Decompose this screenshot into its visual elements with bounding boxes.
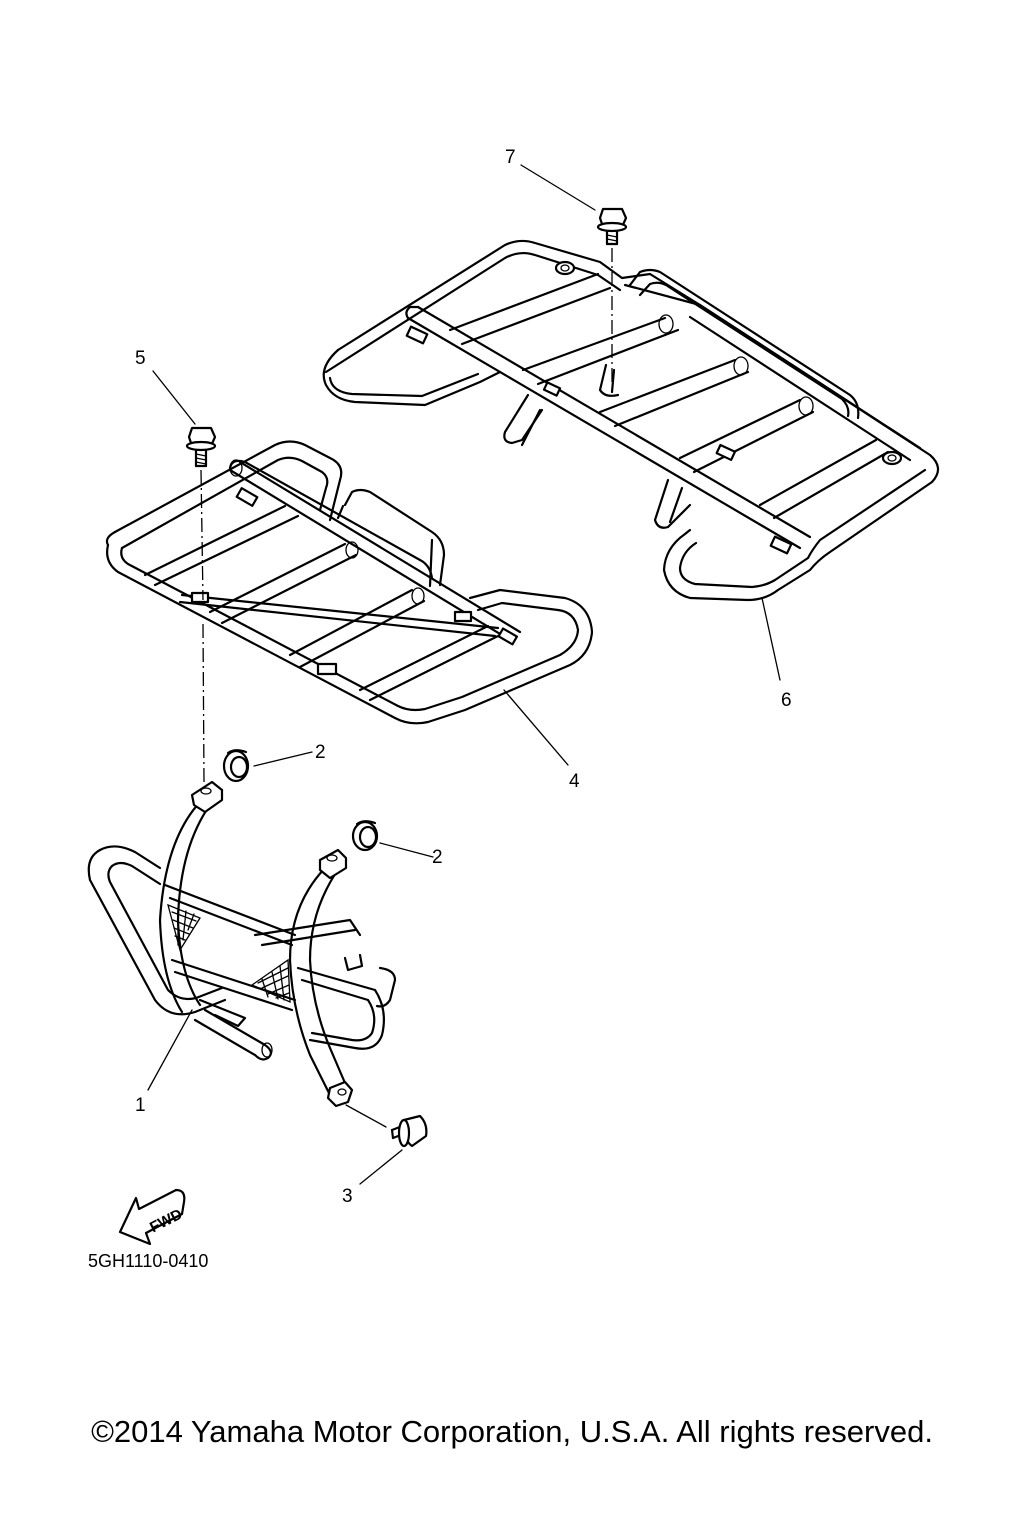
callout-1: 1 xyxy=(135,1095,146,1116)
callout-2-lower: 2 xyxy=(432,847,443,868)
centerline-collar xyxy=(202,623,205,783)
copyright-notice: ©2014 Yamaha Motor Corporation, U.S.A. A… xyxy=(91,1414,933,1449)
front-guard xyxy=(87,780,397,1108)
callout-4: 4 xyxy=(569,771,580,792)
leader-lines xyxy=(147,164,781,1185)
rear-carrier xyxy=(322,239,940,602)
callout-6: 6 xyxy=(781,690,792,711)
diagram-code: 5GH1110-0410 xyxy=(88,1251,208,1271)
callout-5: 5 xyxy=(135,348,146,369)
bolt-3 xyxy=(390,1114,428,1148)
callout-7: 7 xyxy=(505,147,516,168)
callout-2-upper: 2 xyxy=(315,742,326,763)
bolt-5 xyxy=(185,426,217,468)
bolt-7 xyxy=(596,207,628,246)
fwd-arrow-icon: FWD xyxy=(118,1188,186,1246)
callout-3: 3 xyxy=(342,1186,353,1207)
collar-upper xyxy=(222,749,250,783)
collar-lower xyxy=(351,820,379,852)
centerline-bolt-5 xyxy=(200,469,204,601)
front-carrier xyxy=(105,440,594,725)
